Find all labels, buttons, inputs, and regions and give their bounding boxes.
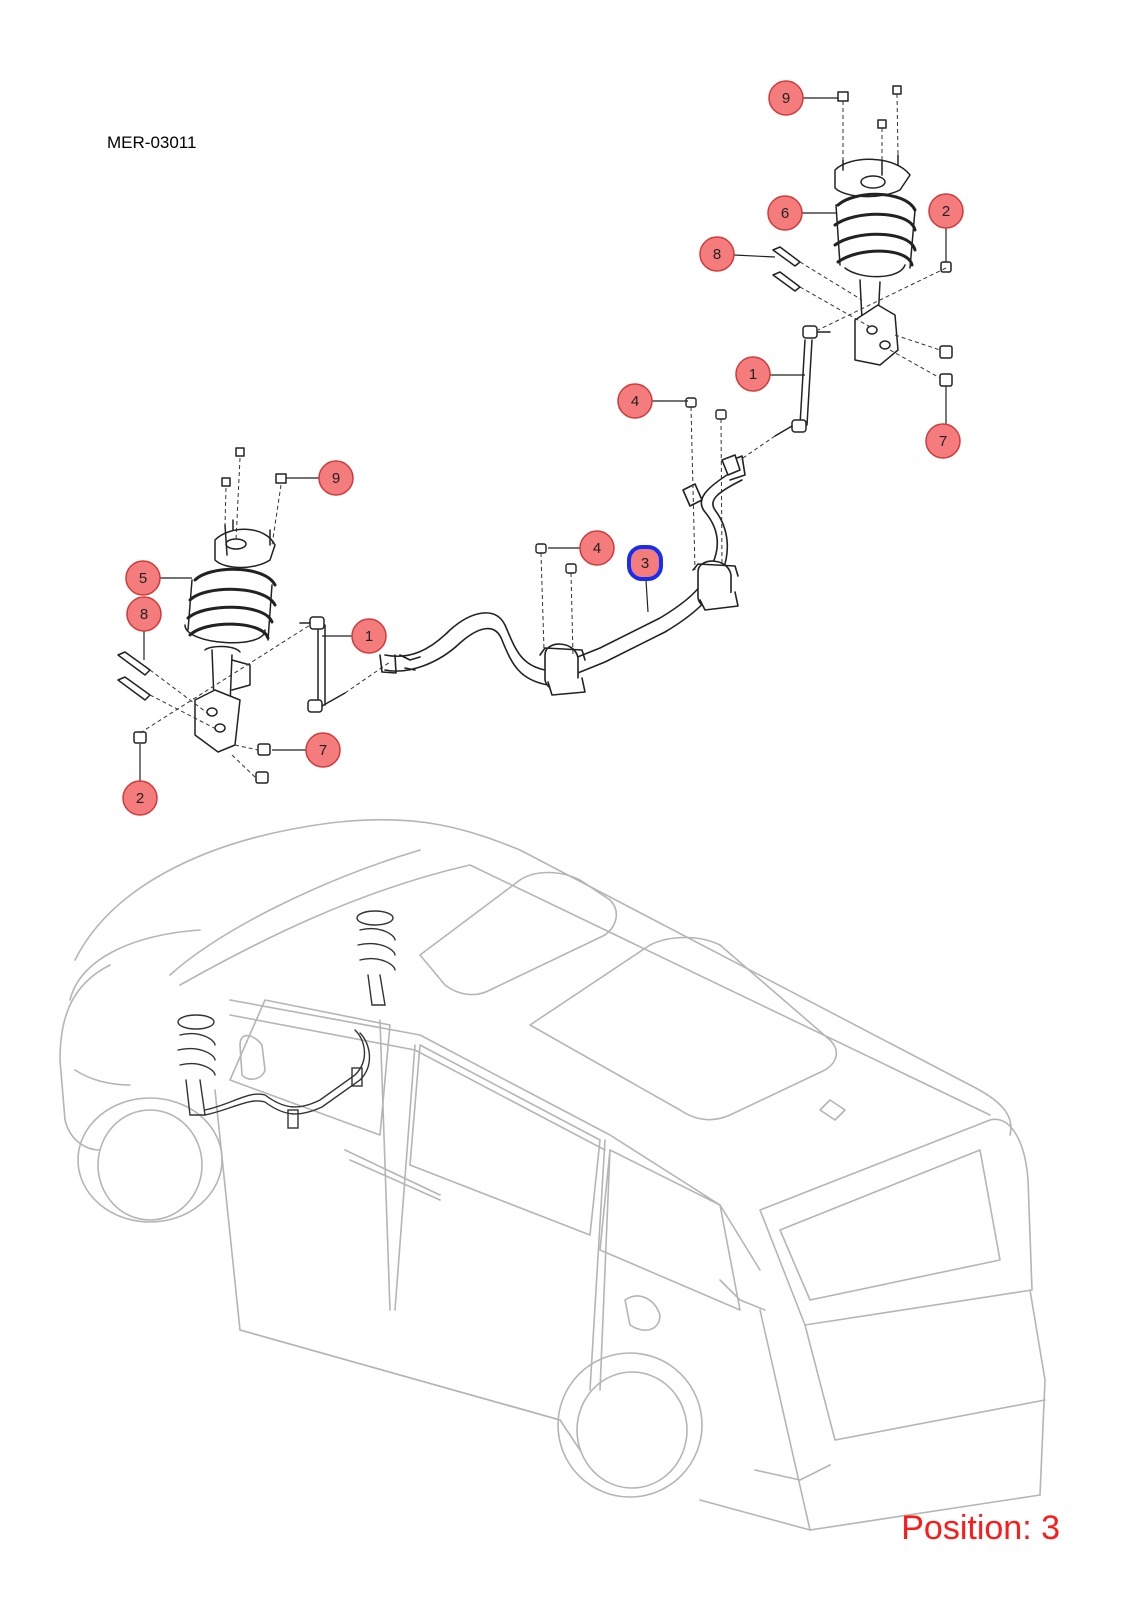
callout-2-left-label: 2 bbox=[136, 790, 144, 807]
link-guide-lines bbox=[344, 435, 776, 694]
stabilizer-bar bbox=[379, 454, 746, 696]
diagram-code: MER-03011 bbox=[107, 133, 197, 152]
callout-5-label: 5 bbox=[139, 570, 147, 587]
callout-8-left[interactable]: 8 bbox=[126, 596, 162, 632]
callout-3-selected[interactable]: 3 bbox=[627, 545, 663, 581]
callout-6-label: 6 bbox=[781, 205, 789, 222]
callout-9[interactable]: 9 bbox=[768, 80, 804, 116]
callout-2-label: 2 bbox=[942, 203, 950, 220]
stabilizer-links bbox=[299, 325, 831, 713]
callout-6[interactable]: 6 bbox=[767, 195, 803, 231]
callout-7-label: 7 bbox=[939, 433, 947, 450]
vehicle-outline bbox=[59, 818, 1046, 1531]
callout-8-left-label: 8 bbox=[140, 606, 148, 623]
callout-9-label: 9 bbox=[782, 90, 790, 107]
callout-7[interactable]: 7 bbox=[925, 423, 961, 459]
callout-1-left[interactable]: 1 bbox=[351, 618, 387, 654]
callout-7-left[interactable]: 7 bbox=[305, 732, 341, 768]
callout-2[interactable]: 2 bbox=[928, 193, 964, 229]
callout-1[interactable]: 1 bbox=[735, 356, 771, 392]
callout-4-left-label: 4 bbox=[593, 540, 601, 557]
callout-5[interactable]: 5 bbox=[125, 560, 161, 596]
right-strut-assembly bbox=[772, 85, 953, 387]
callout-7-left-label: 7 bbox=[319, 742, 327, 759]
vehicle-suspension-preview bbox=[177, 910, 396, 1129]
callout-1-label: 1 bbox=[749, 366, 757, 383]
callout-2-left[interactable]: 2 bbox=[122, 780, 158, 816]
callout-3-label: 3 bbox=[641, 555, 649, 572]
bar-bolts bbox=[535, 397, 727, 574]
position-label: Position: 3 bbox=[901, 1509, 1060, 1547]
left-guide-lines bbox=[139, 457, 311, 779]
callout-4-label: 4 bbox=[631, 393, 639, 410]
callout-leaders bbox=[139, 97, 947, 781]
callout-1-left-label: 1 bbox=[365, 628, 373, 645]
callout-9-left-label: 9 bbox=[332, 470, 340, 487]
callout-4[interactable]: 4 bbox=[617, 383, 653, 419]
bar-bolt-guides bbox=[540, 406, 723, 656]
callout-8[interactable]: 8 bbox=[699, 236, 735, 272]
right-guide-lines bbox=[799, 93, 947, 379]
callout-8-label: 8 bbox=[713, 246, 721, 263]
left-strut-assembly bbox=[117, 447, 287, 784]
callout-4-left[interactable]: 4 bbox=[579, 530, 615, 566]
callout-9-left[interactable]: 9 bbox=[318, 460, 354, 496]
